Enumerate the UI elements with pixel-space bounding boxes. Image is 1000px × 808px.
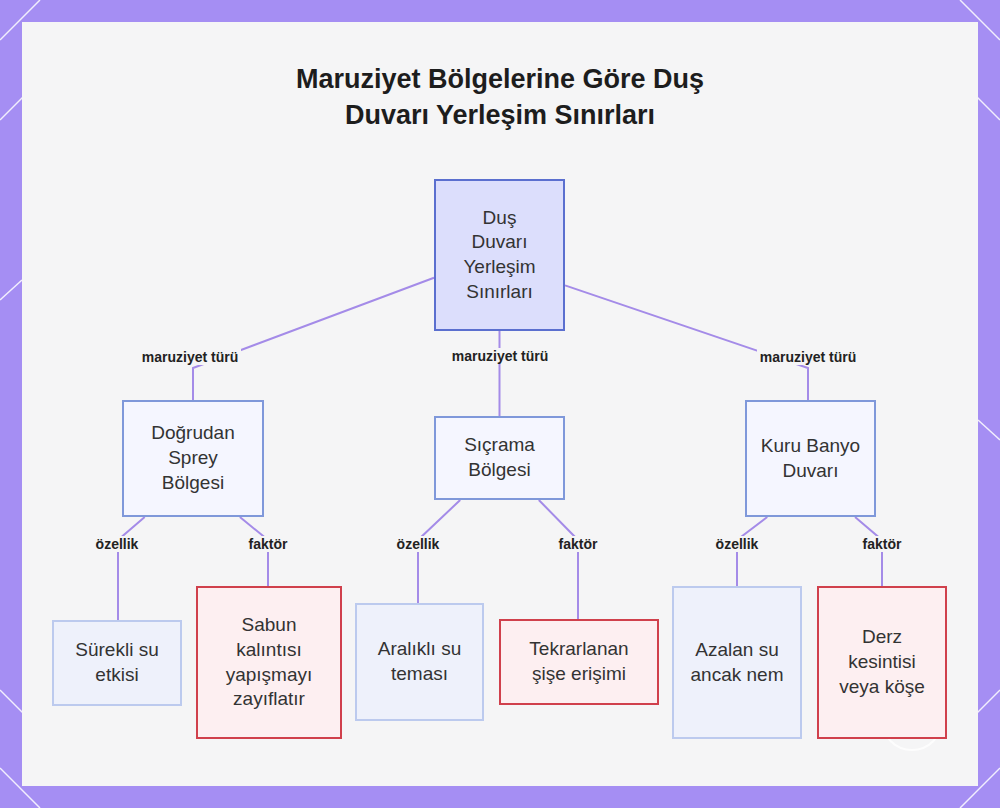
node-text: Tekrarlanan şişe erişimi — [511, 637, 647, 686]
node-text: Doğrudan Sprey Bölgesi — [136, 421, 250, 495]
connector-line — [565, 285, 808, 400]
connector-line — [499, 331, 501, 416]
zone-box: Sıçrama Bölgesi — [434, 416, 565, 500]
zone-box: Kuru Banyo Duvarı — [745, 400, 876, 517]
node-text: Aralıklı su teması — [367, 637, 472, 686]
diagram-title: Maruziyet Bölgelerine Göre Duş Duvarı Ye… — [260, 62, 740, 134]
edge-label: faktör — [556, 536, 601, 553]
edge-label: faktör — [860, 536, 905, 553]
node-text: Azalan su ancak nem — [684, 638, 790, 687]
node-text: Sabun kalıntısı yapışmayı zayıflatır — [208, 613, 330, 712]
property-box: Azalan su ancak nem — [672, 586, 802, 739]
connector-line — [539, 500, 578, 619]
connector-line — [193, 278, 434, 400]
factor-box: Derz kesintisi veya köşe — [817, 586, 947, 739]
property-box: Aralıklı su teması — [355, 603, 484, 721]
connector-line — [118, 517, 145, 620]
edge-label: özellik — [713, 536, 762, 553]
edge-label: maruziyet türü — [757, 349, 859, 366]
node-text: Kuru Banyo Duvarı — [759, 434, 862, 483]
root-box: Duş Duvarı Yerleşim Sınırları — [434, 179, 565, 331]
node-text: Sürekli su etkisi — [64, 638, 170, 687]
factor-box: Tekrarlanan şişe erişimi — [499, 619, 659, 705]
edge-label: maruziyet türü — [449, 348, 551, 365]
edge-label: özellik — [93, 536, 142, 553]
node-text: Duş Duvarı Yerleşim Sınırları — [458, 206, 541, 305]
edge-label: maruziyet türü — [139, 349, 241, 366]
edge-label: özellik — [394, 536, 443, 553]
factor-box: Sabun kalıntısı yapışmayı zayıflatır — [196, 586, 342, 739]
edge-label: faktör — [246, 536, 291, 553]
zone-box: Doğrudan Sprey Bölgesi — [122, 400, 264, 517]
node-text: Derz kesintisi veya köşe — [829, 625, 935, 699]
property-box: Sürekli su etkisi — [52, 620, 182, 706]
node-text: Sıçrama Bölgesi — [448, 433, 551, 482]
